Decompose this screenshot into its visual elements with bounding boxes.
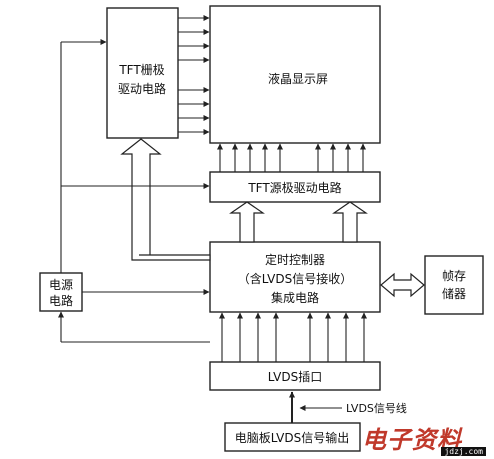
source-driver-label: TFT源极驱动电路 bbox=[247, 180, 341, 195]
hollow-arrow-tc-frame-memory bbox=[380, 272, 425, 298]
gate-to-lcd-arrows bbox=[178, 15, 210, 135]
lvds-to-tc-arrows bbox=[219, 312, 367, 362]
hollow-arrow-tc-to-source-right bbox=[332, 201, 368, 243]
power-distribution-lines bbox=[58, 39, 210, 343]
gate-driver-label-line2: 驱动电路 bbox=[118, 81, 166, 96]
hollow-arrow-tc-to-gate bbox=[120, 138, 211, 261]
timing-controller-label-line2: （含LVDS信号接收） bbox=[238, 271, 352, 286]
watermark-url: jdzj.com bbox=[441, 447, 486, 456]
timing-controller-label-line1: 定时控制器 bbox=[265, 252, 325, 267]
lcd-panel-block: 液晶显示屏 bbox=[209, 5, 381, 144]
motherboard-output-block: 电脑板LVDS信号输出 bbox=[224, 422, 361, 452]
watermark-logo: 电子资料 jdzj.com bbox=[362, 420, 492, 458]
hollow-arrow-tc-to-source-left bbox=[229, 201, 265, 243]
source-to-lcd-arrows bbox=[217, 143, 366, 172]
timing-controller-block: 定时控制器 （含LVDS信号接收） 集成电路 bbox=[209, 241, 381, 313]
frame-memory-block: 帧存 储器 bbox=[424, 255, 484, 315]
frame-memory-label-line1: 帧存 bbox=[442, 269, 466, 283]
lvds-line-label: LVDS信号线 bbox=[346, 401, 407, 415]
power-block: 电源 电路 bbox=[39, 272, 83, 312]
source-driver-block: TFT源极驱动电路 bbox=[209, 171, 381, 203]
lvds-port-label: LVDS插口 bbox=[268, 370, 322, 384]
gate-driver-label-line1: TFT栅极 bbox=[118, 62, 164, 77]
frame-memory-label-line2: 储器 bbox=[442, 286, 466, 301]
power-label-line2: 电路 bbox=[49, 293, 73, 308]
motherboard-output-label: 电脑板LVDS信号输出 bbox=[235, 430, 349, 445]
gate-driver-block: TFT栅极 驱动电路 bbox=[106, 7, 179, 139]
lvds-port-block: LVDS插口 bbox=[209, 361, 381, 391]
timing-controller-label-line3: 集成电路 bbox=[271, 290, 319, 305]
power-label-line1: 电源 bbox=[49, 278, 73, 292]
lcd-panel-label: 液晶显示屏 bbox=[268, 71, 328, 86]
